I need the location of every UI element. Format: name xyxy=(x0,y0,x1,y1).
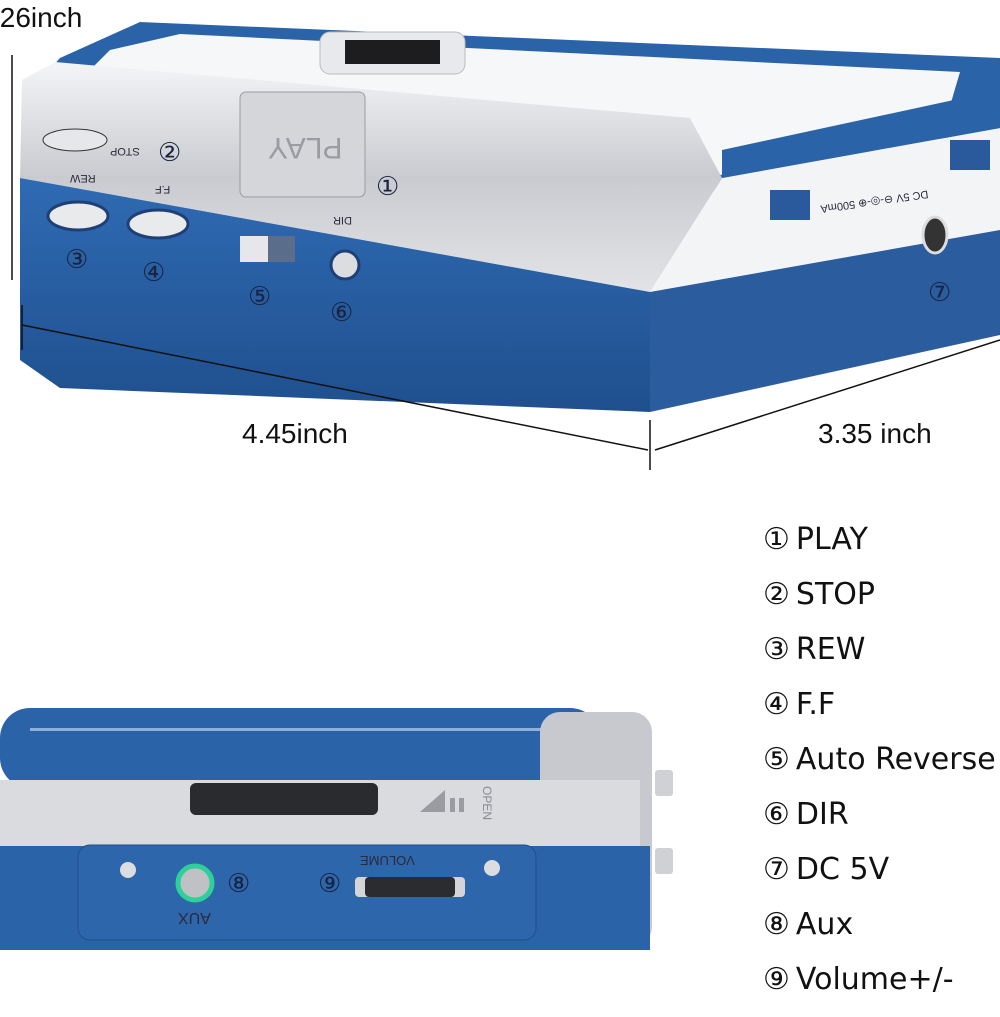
marker-rew: ③ xyxy=(65,245,89,275)
front-silver-panel xyxy=(20,62,722,292)
marker-ff: ④ xyxy=(142,258,166,288)
front-blue-panel xyxy=(20,178,650,412)
open-label: OPEN xyxy=(480,785,495,821)
rew-button xyxy=(46,200,110,232)
ff-label: F.F xyxy=(155,183,171,195)
height-dimension-label: .26inch xyxy=(0,2,83,33)
dc-jack xyxy=(921,215,949,255)
side-device-blue-top xyxy=(0,708,600,788)
stop-label: STOP xyxy=(110,145,140,157)
rew-label: REW xyxy=(70,172,96,184)
side-blue-panel xyxy=(650,230,1000,412)
aux-label: AUX xyxy=(178,909,211,926)
depth-dimension-line xyxy=(654,339,1000,451)
marker-auto-reverse: ⑤ xyxy=(248,282,272,312)
width-dimension-label: 4.45inch xyxy=(242,418,348,449)
side-white-band xyxy=(650,128,1000,292)
screw-right xyxy=(484,860,500,876)
speaker-grill xyxy=(190,783,378,815)
marker-aux: ⑧ xyxy=(227,869,251,899)
aux-jack xyxy=(175,863,215,903)
play-label: PLAY xyxy=(268,131,343,164)
dir-label: DIR xyxy=(333,214,352,226)
marker-play: ① xyxy=(376,172,400,202)
volume-label: VOLUME xyxy=(360,853,415,868)
dir-button xyxy=(329,249,361,281)
side-control-panel xyxy=(77,844,537,941)
play-button xyxy=(239,91,366,198)
marker-volume: ⑨ xyxy=(318,869,342,899)
stop-button xyxy=(42,128,108,152)
ff-button xyxy=(126,208,190,240)
screw-left xyxy=(120,862,136,878)
depth-dimension-label: 3.35 inch xyxy=(818,418,932,449)
marker-dir: ⑥ xyxy=(330,298,354,328)
width-dimension-line xyxy=(21,324,649,451)
marker-dc: ⑦ xyxy=(928,278,952,308)
marker-stop: ② xyxy=(158,138,182,168)
